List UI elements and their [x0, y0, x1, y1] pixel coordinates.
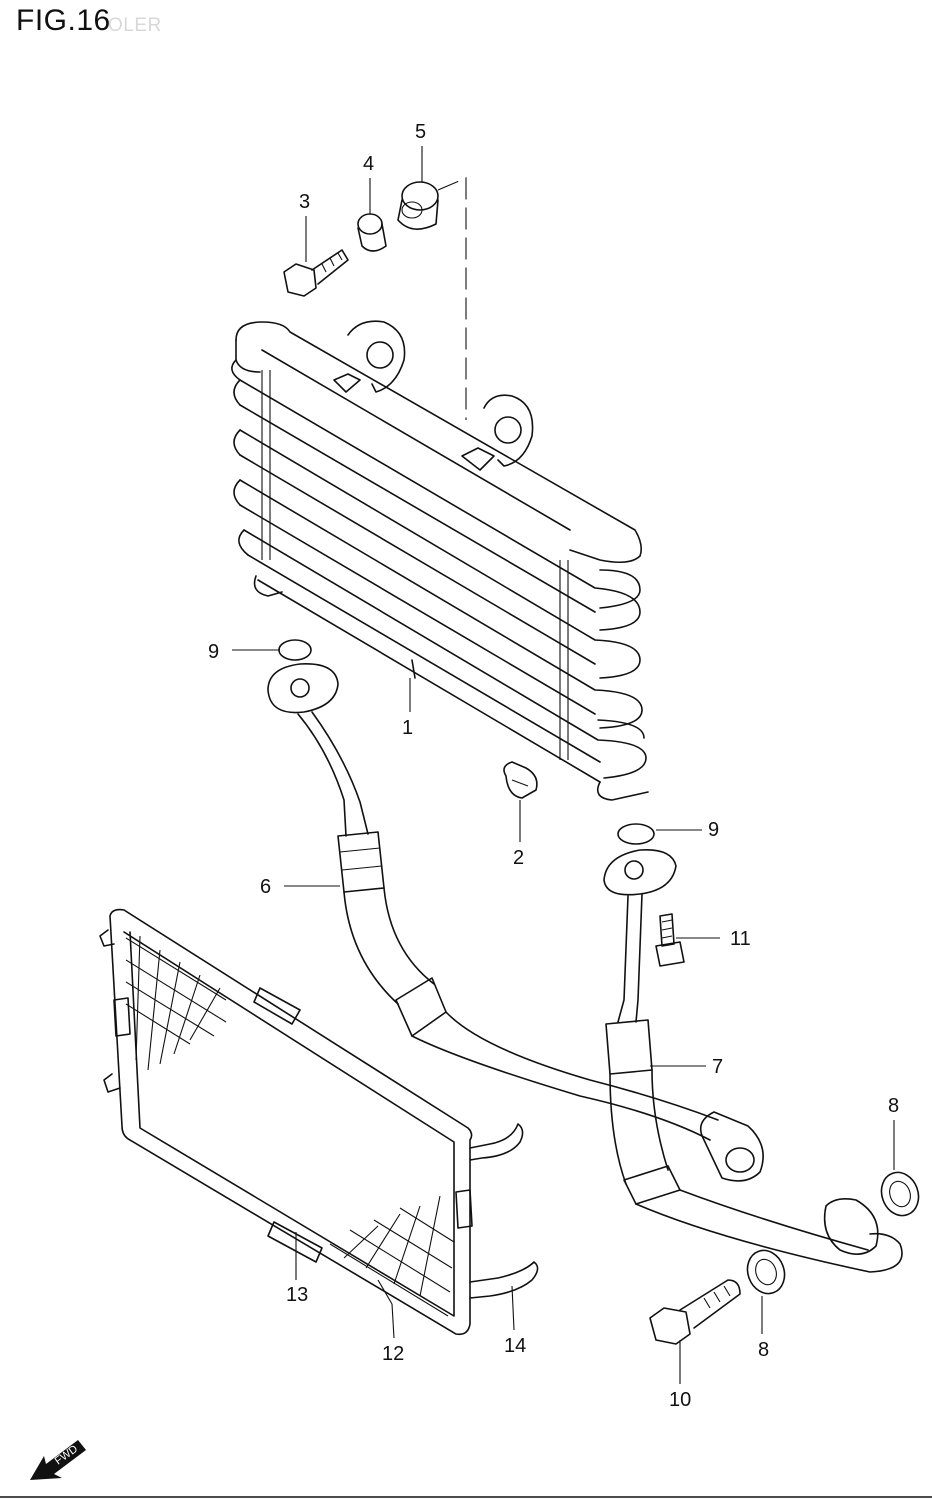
callout-2: 2 [513, 847, 524, 869]
oil-hose-part-6 [267, 663, 764, 1182]
grommet-part-5 [397, 181, 439, 230]
bolt-part-3 [283, 249, 349, 297]
callout-9-lower: 9 [708, 819, 719, 841]
assembly-guide-line [437, 177, 467, 420]
callout-13: 13 [286, 1284, 308, 1306]
callout-11: 11 [730, 928, 751, 950]
callout-8-upper: 8 [888, 1095, 899, 1117]
callout-3: 3 [299, 191, 310, 213]
callout-9-upper: 9 [208, 641, 219, 663]
callout-7: 7 [712, 1056, 723, 1078]
callout-14: 14 [504, 1335, 526, 1357]
o-ring-part-9-upper [278, 639, 312, 661]
cooler-guard-part-12 [99, 908, 539, 1336]
collar-part-4 [357, 213, 387, 252]
washer-part-8-upper [880, 1171, 920, 1217]
o-ring-part-9-lower [617, 823, 655, 845]
callout-10: 10 [669, 1389, 691, 1411]
fwd-direction-badge: FWD [30, 1440, 86, 1480]
callout-8-lower: 8 [758, 1339, 769, 1361]
oil-hose-part-7 [603, 849, 903, 1273]
figure-title: FIG.16 [16, 4, 111, 37]
callout-6: 6 [260, 876, 271, 898]
callout-labels: 1 2 3 4 5 6 7 8 8 9 9 10 11 12 13 14 [208, 121, 899, 1411]
union-bolt-part-10 [649, 1279, 741, 1345]
clip-part-2 [503, 761, 538, 799]
callout-1: 1 [402, 717, 413, 739]
callout-5: 5 [415, 121, 426, 143]
callout-4: 4 [363, 153, 374, 175]
leader-lines [232, 146, 895, 1384]
oil-cooler [231, 320, 649, 801]
bolt-part-11 [655, 913, 685, 967]
figure-subtitle-faded: OLER [108, 15, 162, 36]
washer-part-8-lower [746, 1249, 786, 1295]
callout-12: 12 [382, 1343, 404, 1365]
